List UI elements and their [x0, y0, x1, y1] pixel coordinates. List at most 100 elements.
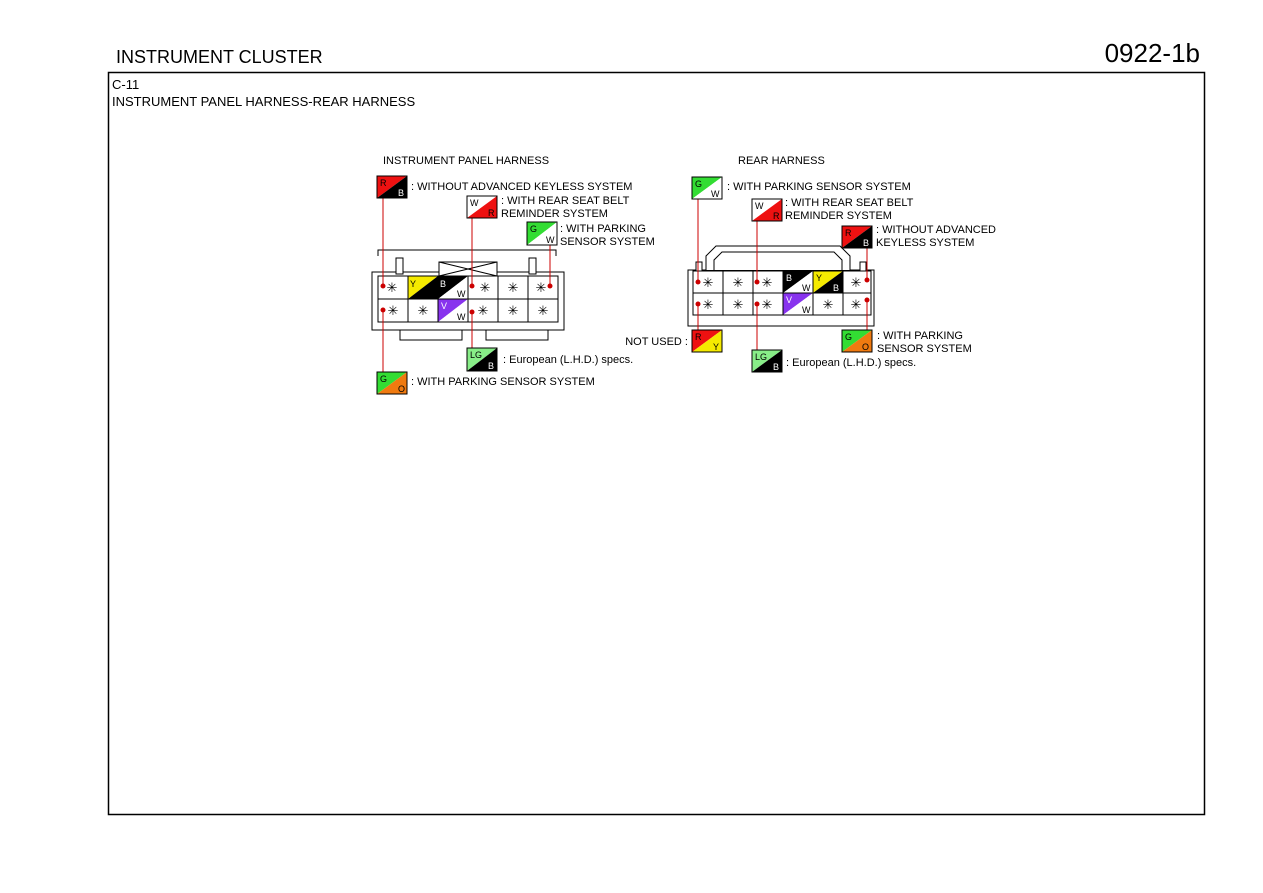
wire-code-b: W [457, 289, 466, 299]
wire-code-b: W [802, 283, 811, 293]
rear-harness-title: REAR HARNESS [738, 155, 825, 167]
swatch-border [376, 371, 408, 395]
wire-color-bottom [752, 350, 782, 372]
pin-dot [695, 279, 701, 285]
wire-color-bottom [527, 222, 557, 245]
wire-color-bottom [692, 177, 722, 199]
wire-code-b: B [773, 362, 779, 372]
wire-code-b: O [398, 384, 405, 394]
wire-color-bottom [752, 199, 782, 221]
wire-code-b: W [802, 305, 811, 315]
wire-code-a: B [440, 279, 446, 289]
rear-cavity [842, 292, 872, 316]
ip-housing-tab-right [528, 257, 537, 275]
ip-housing-top [377, 249, 557, 256]
wire-code-a: G [530, 224, 537, 234]
page-code: 0922-1b [1105, 38, 1200, 68]
rear-label-rb-line1: : WITHOUT ADVANCED [876, 224, 996, 236]
ip-pin-dots [380, 283, 553, 315]
rear-wire-swatch-gw: G W [691, 176, 723, 200]
ip-label-wr-line2: REMINDER SYSTEM [501, 208, 608, 220]
rear-label-not-used: NOT USED : [625, 336, 688, 348]
ip-leader-wires [382, 198, 551, 372]
wire-code-b: W [711, 189, 720, 199]
ip-wire-swatch-gw: G W [526, 221, 558, 246]
pin-mark: ✳ [703, 275, 714, 290]
wire-code-b: B [833, 283, 839, 293]
pin-dot [547, 283, 553, 289]
page-title: INSTRUMENT CLUSTER [116, 47, 323, 67]
rear-wire-swatch-ry: R Y [691, 329, 723, 353]
rear-cavity-vw: V W [782, 292, 814, 316]
rear-housing-hood-inner [713, 251, 843, 270]
wire-color-bottom [813, 271, 843, 293]
wire-color-bottom [783, 293, 813, 315]
pin-mark: ✳ [851, 297, 862, 312]
wire-code-b: B [428, 289, 434, 299]
pin-mark: ✳ [418, 303, 429, 318]
swatch-border [466, 195, 498, 219]
pin-mark: ✳ [536, 280, 547, 295]
pin-mark: ✳ [387, 280, 398, 295]
swatch-border [526, 221, 558, 246]
swatch-border [751, 198, 783, 222]
wire-color-bottom [783, 271, 813, 293]
ip-cavity [527, 298, 559, 323]
wire-color-bottom [467, 348, 497, 371]
swatch-border [751, 349, 783, 373]
wire-color-bottom [408, 276, 438, 299]
rear-cavity-yb: Y B [812, 270, 844, 294]
ip-housing-tab-left [395, 257, 404, 275]
wire-code-b: W [457, 312, 466, 322]
wire-code-a: R [845, 228, 852, 238]
ip-cavity-yb: Y B [407, 275, 439, 300]
rear-pin-dots [695, 277, 870, 307]
wire-color-bottom [842, 226, 872, 248]
wire-color-bottom [692, 330, 722, 352]
wire-color-bottom [842, 330, 872, 352]
rear-cavity-bw: B W [782, 270, 814, 294]
wire-code-a: Y [816, 273, 822, 283]
ip-foot-left [399, 330, 463, 341]
rear-label-wr-line1: : WITH REAR SEAT BELT [785, 197, 914, 209]
wire-code-b: R [488, 208, 495, 218]
rear-label-go-line1: : WITH PARKING [877, 330, 963, 342]
rear-housing-hood [705, 245, 851, 270]
pin-mark: ✳ [538, 303, 549, 318]
rear-leader-wires [697, 199, 868, 350]
wire-code-a: V [441, 301, 447, 311]
ip-label-gw-line2: SENSOR SYSTEM [560, 236, 655, 248]
swatch-border [841, 329, 873, 353]
pin-mark: ✳ [478, 303, 489, 318]
connector-id: C-11 [112, 77, 139, 92]
diagram-frame [107, 71, 1206, 816]
swatch-border [841, 225, 873, 249]
ip-lock-cross [438, 261, 498, 277]
pin-mark: ✳ [733, 297, 744, 312]
wire-code-a: W [755, 201, 764, 211]
wire-code-a: R [380, 178, 387, 188]
wire-code-a: R [695, 332, 702, 342]
pin-mark: ✳ [762, 297, 773, 312]
rear-label-go-line2: SENSOR SYSTEM [877, 343, 972, 355]
ip-harness-title: INSTRUMENT PANEL HARNESS [383, 155, 549, 167]
swatch-border [376, 175, 408, 199]
wire-code-b: B [488, 361, 494, 371]
pin-dot [864, 297, 870, 303]
wire-color-bottom [377, 176, 407, 198]
swatch-border [466, 347, 498, 372]
rear-wire-swatch-rb: R B [841, 225, 873, 249]
wire-code-b: R [773, 211, 780, 221]
ip-label-go: : WITH PARKING SENSOR SYSTEM [411, 376, 595, 388]
wire-code-a: G [380, 374, 387, 384]
ip-foot-right [485, 330, 549, 341]
pin-dot [380, 283, 386, 289]
wire-code-b: B [398, 188, 404, 198]
wire-code-b: B [863, 238, 869, 248]
instrument-panel-harness-connector: INSTRUMENT PANEL HARNESS Y B B W [371, 155, 655, 395]
pin-dot [754, 301, 760, 307]
wire-code-b: O [862, 342, 869, 352]
ip-label-lgb: : European (L.H.D.) specs. [503, 354, 633, 366]
